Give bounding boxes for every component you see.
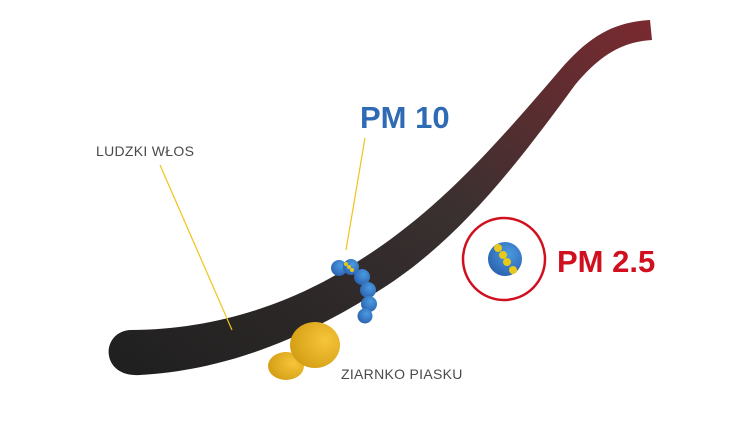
pm25-particle [488,242,522,276]
pm25-circle [461,216,547,302]
sand-grain [268,322,340,380]
pm25-label: PM 2.5 [557,244,656,279]
pm10-particles [331,259,377,324]
hair-pointer-line [159,164,233,331]
pm10-pointer-line [345,137,366,251]
hair-label: LUDZKI WŁOS [96,143,195,159]
human-hair [108,20,653,376]
pm10-label: PM 10 [360,100,450,135]
sand-label: ZIARNKO PIASKU [341,366,463,382]
